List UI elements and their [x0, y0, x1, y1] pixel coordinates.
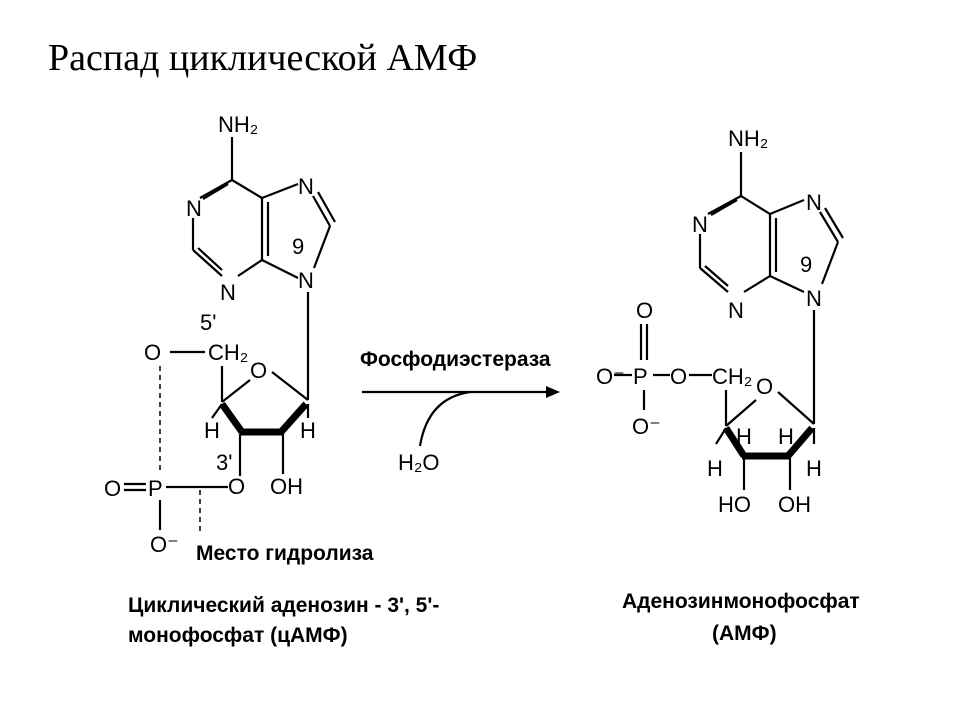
- camp-h-c4: H: [204, 418, 220, 443]
- water-curve: [418, 390, 471, 447]
- camp-ring-oxygen: O: [250, 358, 267, 383]
- camp-o5-label: O: [144, 340, 161, 365]
- amp-o-minus-left: O⁻: [596, 364, 625, 389]
- camp-p-double-o: O: [104, 476, 121, 501]
- amp-p-top-o: O: [636, 298, 653, 323]
- arrow-head: [546, 386, 560, 398]
- amp-position-9: 9: [800, 252, 812, 277]
- amp-oh-label: OH: [778, 492, 811, 517]
- camp-molecule: NH₂ N N N N 9 5' O CH₂ O: [104, 112, 439, 647]
- amp-ch2-label: CH₂: [712, 364, 752, 389]
- hydrolysis-site-label: Место гидролиза: [196, 542, 374, 565]
- camp-o-minus: O⁻: [150, 532, 179, 557]
- amp-ring-oxygen: O: [756, 374, 773, 399]
- camp-n1-label: N: [186, 196, 202, 221]
- camp-n3-label: N: [220, 280, 236, 305]
- camp-h-c1: H: [300, 418, 316, 443]
- amp-caption-line1: Аденозинмонофосфат: [622, 590, 860, 613]
- camp-caption-line2: монофосфат (цАМФ): [128, 624, 348, 647]
- amp-n3-label: N: [728, 298, 744, 323]
- amp-phosphorus: P: [633, 364, 648, 389]
- amp-h-c4: H: [707, 456, 723, 481]
- camp-position-3: 3': [216, 450, 232, 475]
- page-title: Распад циклической АМФ: [48, 37, 478, 79]
- camp-position-9: 9: [292, 234, 304, 259]
- camp-caption-line1: Циклический аденозин - 3', 5'-: [128, 594, 439, 617]
- amp-h-c2-up: H: [778, 424, 794, 449]
- amp-n1-label: N: [692, 212, 708, 237]
- amp-o-minus-bottom: O⁻: [632, 414, 661, 439]
- camp-oh-label: OH: [270, 474, 303, 499]
- camp-o3-label: O: [228, 474, 245, 499]
- amp-n9-label: N: [806, 286, 822, 311]
- enzyme-label: Фосфодиэстераза: [360, 348, 551, 371]
- camp-n7-label: N: [298, 174, 314, 199]
- amp-o5-label: O: [670, 364, 687, 389]
- amp-amine-label: NH₂: [728, 126, 768, 151]
- amp-h-c3-up: H: [736, 424, 752, 449]
- amp-ho-label: HO: [718, 492, 751, 517]
- camp-ch2-label: CH₂: [208, 340, 248, 365]
- amp-h-c1: H: [806, 456, 822, 481]
- amp-caption-line2: (АМФ): [712, 622, 777, 645]
- camp-phosphorus: P: [148, 476, 163, 501]
- camp-amine-label: NH₂: [218, 112, 258, 137]
- reaction-arrow-group: Фосфодиэстераза H₂O: [360, 348, 560, 475]
- water-label: H₂O: [398, 450, 440, 475]
- amp-molecule: NH₂ N N N N 9 O O⁻ P O CH₂ O⁻: [596, 126, 860, 645]
- camp-n9-label: N: [298, 268, 314, 293]
- amp-n7-label: N: [806, 190, 822, 215]
- camp-position-5: 5': [200, 310, 216, 335]
